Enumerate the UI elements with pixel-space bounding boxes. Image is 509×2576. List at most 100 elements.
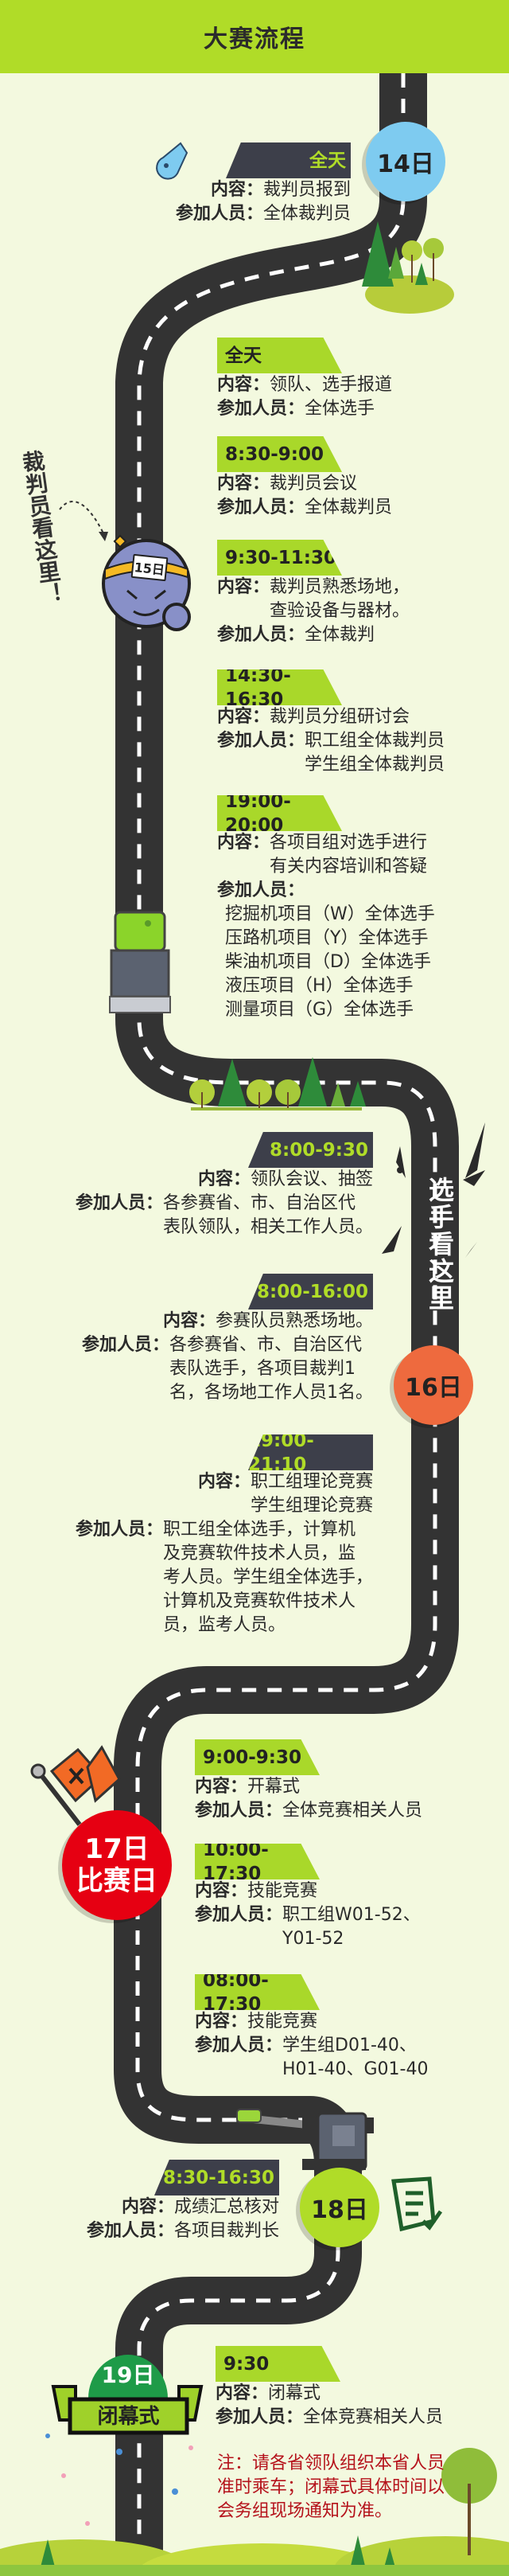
- time-tag: 全天: [226, 142, 351, 178]
- time-tag: 9:30: [216, 2346, 340, 2382]
- row-label: 参加人员：: [81, 1335, 169, 1355]
- row-label: 参加人员：: [217, 498, 305, 517]
- value-line: 表队选手，各项目裁判1: [169, 1359, 356, 1379]
- row-value: 技能竞赛: [247, 2010, 317, 2034]
- dotted-arrow: [59, 501, 104, 534]
- row-value: 全体裁判员: [305, 496, 392, 520]
- time-tag: 10:00-17:30: [195, 1844, 320, 1879]
- value-line: 全体裁判员: [262, 204, 351, 224]
- value-line: 全体竞赛相关人员: [303, 2407, 444, 2427]
- day-badge-14: 14日: [366, 122, 445, 201]
- value-line: 表队领队，相关工作人员。: [162, 1217, 373, 1237]
- participant-list: 挖掘机项目（W）全体选手压路机项目（Y）全体选手柴油机项目（D）全体选手液压项目…: [217, 903, 435, 1022]
- row-label: 参加人员：: [195, 1905, 283, 1925]
- event-row: 内容：领队会议、抽签: [76, 1168, 373, 1192]
- value-line: 闭幕式: [268, 2383, 321, 2403]
- event-row: 参加人员：全体裁判员: [176, 202, 351, 226]
- tree-cluster-icon: [362, 221, 454, 314]
- row-value: 领队、选手报道: [270, 373, 392, 397]
- row-label: 内容：: [217, 375, 270, 395]
- row-label: 内容：: [197, 1169, 251, 1189]
- row-value: 裁判员熟悉场地，查验设备与器材。: [270, 576, 410, 623]
- value-line: 裁判员报到: [262, 180, 351, 200]
- row-label: 参加人员：: [217, 399, 305, 419]
- participant-item: 挖掘机项目（W）全体选手: [225, 904, 435, 924]
- event-row: 参加人员：全体裁判: [217, 623, 410, 647]
- day-badge-16: 16日: [394, 1345, 473, 1425]
- value-line: 各项目组对选手进行: [270, 833, 428, 853]
- note-line: 注：请各省领队组织本省人员: [217, 2453, 445, 2473]
- value-line: H01-40、G01-40: [282, 2059, 429, 2079]
- event-row: 内容：技能竞赛: [195, 2010, 428, 2034]
- value-line: 各参赛省、市、自治区代: [162, 1193, 356, 1213]
- row-label: 内容：: [217, 577, 270, 597]
- value-line: 有关内容培训和答疑: [270, 857, 428, 876]
- value-line: 裁判员熟悉场地，: [270, 577, 410, 597]
- event-row: 内容：闭幕式: [216, 2382, 443, 2406]
- value-line: 职工组理论竞赛: [250, 1472, 373, 1492]
- day-badge-18: 18日: [300, 2168, 379, 2247]
- confetti: [45, 2434, 193, 2526]
- participant-item: 测量项目（G）全体选手: [225, 1000, 414, 1020]
- value-line: 裁判员会议: [270, 474, 358, 494]
- row-value: 参赛队员熟悉场地。: [216, 1309, 373, 1333]
- day-label: 18日: [311, 2196, 368, 2224]
- time-tag: 全天: [217, 338, 342, 373]
- value-line: 学生组全体裁判员: [305, 755, 445, 775]
- row-label: 内容：: [121, 2197, 174, 2217]
- time-tag: 14:30-16:30: [217, 669, 342, 705]
- event-row: 内容：技能竞赛: [195, 1879, 421, 1903]
- row-value: 裁判员会议: [270, 472, 357, 496]
- row-label: 内容：: [197, 1472, 251, 1492]
- day-label: 14日: [377, 150, 434, 178]
- row-label: 参加人员：: [217, 880, 305, 900]
- row-value: 成绩汇总核对: [174, 2195, 279, 2219]
- row-label: 参加人员：: [75, 1193, 163, 1213]
- event-row: 参加人员：各项目裁判长: [87, 2219, 279, 2243]
- header-banner: 大赛流程: [0, 0, 509, 73]
- landscape: [0, 2448, 509, 2576]
- tree-row-icon: [189, 1057, 366, 1110]
- schedule-event: 全天内容：裁判员报到参加人员：全体裁判员: [176, 142, 351, 226]
- time-tag: 9:00-9:30: [195, 1739, 320, 1775]
- event-row: 参加人员：全体选手: [217, 397, 392, 421]
- value-line: 开幕式: [247, 1777, 301, 1797]
- note-line: 会务组现场通知为准。: [217, 2501, 393, 2521]
- event-row: 参加人员：职工组全体选手，计算机及竞赛软件技术人员，监考人员。学生组全体选手，计…: [76, 1518, 373, 1637]
- row-label: 内容：: [210, 180, 263, 200]
- event-row: 参加人员：全体裁判员: [217, 496, 392, 520]
- participant-item: 柴油机项目（D）全体选手: [225, 952, 431, 972]
- value-line: 计算机及竞赛软件技术人: [162, 1591, 356, 1611]
- value-line: 学生组D01-40、: [282, 2035, 417, 2055]
- event-row: 参加人员：各参赛省、市、自治区代表队领队，相关工作人员。: [76, 1192, 373, 1239]
- day-badge-15: 15日: [130, 553, 169, 582]
- time-tag: 19:00-21:10: [248, 1434, 373, 1470]
- value-line: 全体裁判员: [305, 498, 393, 517]
- day-label: 16日: [405, 1374, 462, 1402]
- time-tag: 08:00-17:30: [195, 1974, 320, 2010]
- row-value: 全体裁判: [305, 623, 375, 647]
- value-line: 及竞赛软件技术人员，监: [162, 1544, 356, 1563]
- time-tag: 8:30-16:30: [154, 2160, 279, 2195]
- note: 注：请各省领队组织本省人员 准时乘车；闭幕式具体时间以 会务组现场通知为准。: [217, 2452, 445, 2523]
- row-label: 参加人员：: [217, 625, 305, 645]
- value-line: 技能竞赛: [247, 2012, 318, 2032]
- row-label: 参加人员：: [175, 204, 263, 224]
- flag-icon: [30, 1745, 121, 1826]
- row-label: 参加人员：: [217, 731, 305, 751]
- day-sublabel: 比赛日: [76, 1865, 157, 1897]
- day-label: 17日: [84, 1833, 150, 1865]
- row-value: 职工组W01-52、Y01-52: [282, 1903, 421, 1951]
